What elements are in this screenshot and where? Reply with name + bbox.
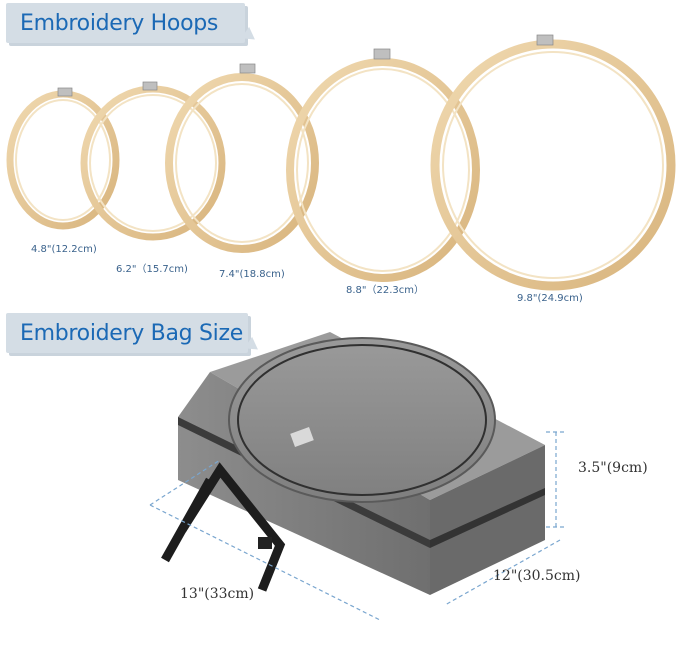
hoop-size-label: 9.8"(24.9cm): [517, 293, 583, 304]
zipper-pull-icon: [258, 537, 272, 549]
hoop-1: [6, 87, 120, 230]
bag-width-label: 13"(33cm): [180, 586, 255, 602]
bag-section-title: Embroidery Bag Size: [20, 320, 243, 346]
hoops-section-banner: Embroidery Hoops: [6, 3, 245, 43]
hoop-5: [430, 34, 676, 291]
dimension-lines: [149, 431, 566, 621]
hoop-size-label: 7.4"(18.8cm): [219, 269, 285, 280]
hoops-section-title: Embroidery Hoops: [20, 10, 219, 36]
hoop-screw-icon: [239, 63, 256, 74]
hoop-screw-icon: [373, 48, 391, 60]
hoop-screw-icon: [57, 87, 73, 97]
hoop-4: [286, 48, 480, 282]
embroidery-bag: [161, 332, 545, 595]
bag-height-label: 3.5"(9cm): [578, 460, 648, 476]
hoop-size-label: 8.8"（22.3cm）: [346, 285, 425, 296]
bag-section-banner: Embroidery Bag Size: [6, 313, 248, 353]
hoop-3: [165, 63, 319, 253]
hoop-size-label: 6.2"（15.7cm): [116, 264, 188, 275]
bag-depth-label: 12"(30.5cm): [493, 568, 581, 584]
brand-tag: [290, 427, 314, 447]
hoop-screw-icon: [536, 34, 554, 46]
hoop-2: [80, 81, 226, 241]
hoop-screw-icon: [142, 81, 158, 91]
hoop-size-label: 4.8"(12.2cm): [31, 244, 97, 255]
